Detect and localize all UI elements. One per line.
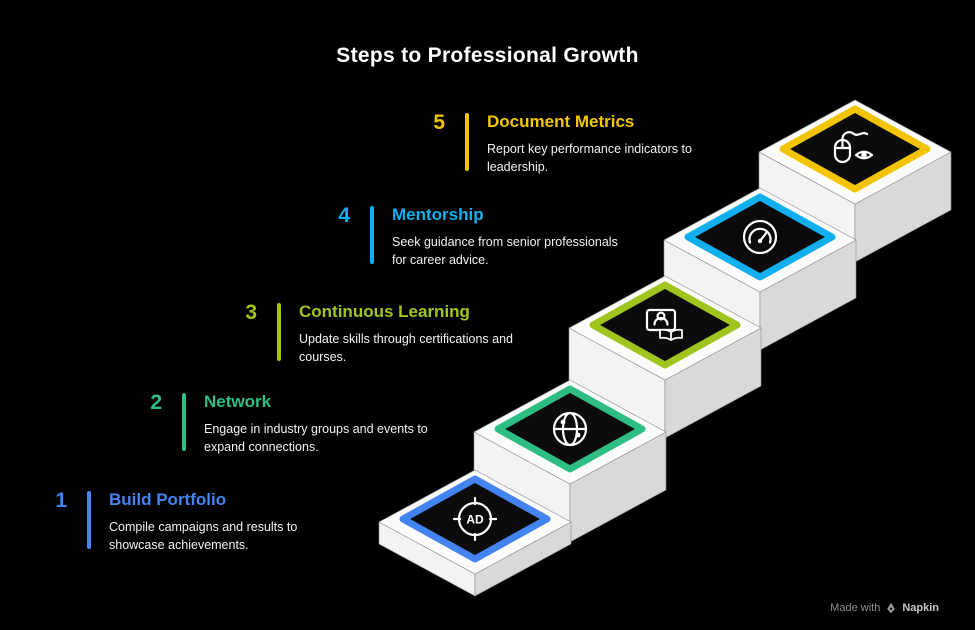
gauge-icon — [742, 219, 778, 255]
step-title: Document Metrics — [487, 112, 635, 131]
step-color-bar — [87, 491, 91, 549]
step-number: 2 — [150, 391, 162, 414]
step-5 — [758, 99, 952, 263]
napkin-brand: Napkin — [902, 602, 939, 614]
mouse-tracking-icon — [833, 131, 874, 164]
step-color-bar — [182, 393, 186, 451]
step-1: AD — [378, 469, 572, 597]
step-color-bar — [370, 206, 374, 264]
step-2 — [473, 379, 667, 543]
globe-network-icon — [552, 411, 588, 447]
step-number: 3 — [245, 301, 257, 324]
made-with-napkin[interactable]: Made with Napkin — [830, 602, 939, 614]
step-3 — [568, 275, 762, 439]
step-title: Mentorship — [392, 205, 484, 224]
step-label-5: 5 Document Metrics Report key performanc… — [401, 111, 719, 177]
step-description: Engage in industry groups and events to … — [204, 421, 428, 455]
page-title: Steps to Professional Growth — [336, 44, 639, 67]
online-learning-icon — [645, 308, 683, 341]
made-with-text: Made with — [830, 602, 881, 614]
step-label-3: 3 Continuous Learning Update skills thro… — [213, 301, 531, 367]
step-color-bar — [277, 303, 281, 361]
step-number: 4 — [338, 204, 350, 227]
step-description: Report key performance indicators to lea… — [487, 141, 692, 175]
step-number: 5 — [433, 111, 445, 134]
step-description: Seek guidance from senior professionals … — [392, 234, 618, 268]
step-title: Continuous Learning — [299, 302, 470, 321]
step-description: Update skills through certifications and… — [299, 331, 514, 365]
ad-target-icon: AD — [452, 496, 498, 542]
step-4-diamond — [684, 193, 836, 281]
step-color-bar — [465, 113, 469, 171]
step-title: Network — [204, 392, 272, 411]
step-3-diamond — [589, 281, 741, 369]
step-label-2: 2 Network Engage in industry groups and … — [118, 391, 436, 457]
ad-target-label: AD — [466, 513, 484, 527]
step-4 — [663, 187, 857, 351]
step-title: Build Portfolio — [109, 490, 227, 509]
step-1-diamond — [399, 475, 551, 563]
napkin-logo-icon — [887, 602, 896, 614]
step-number: 1 — [55, 489, 67, 512]
step-5-diamond — [779, 105, 931, 193]
step-label-4: 4 Mentorship Seek guidance from senior p… — [306, 204, 624, 270]
step-label-1: 1 Build Portfolio Compile campaigns and … — [23, 489, 341, 555]
step-description: Compile campaigns and results to showcas… — [109, 519, 298, 553]
